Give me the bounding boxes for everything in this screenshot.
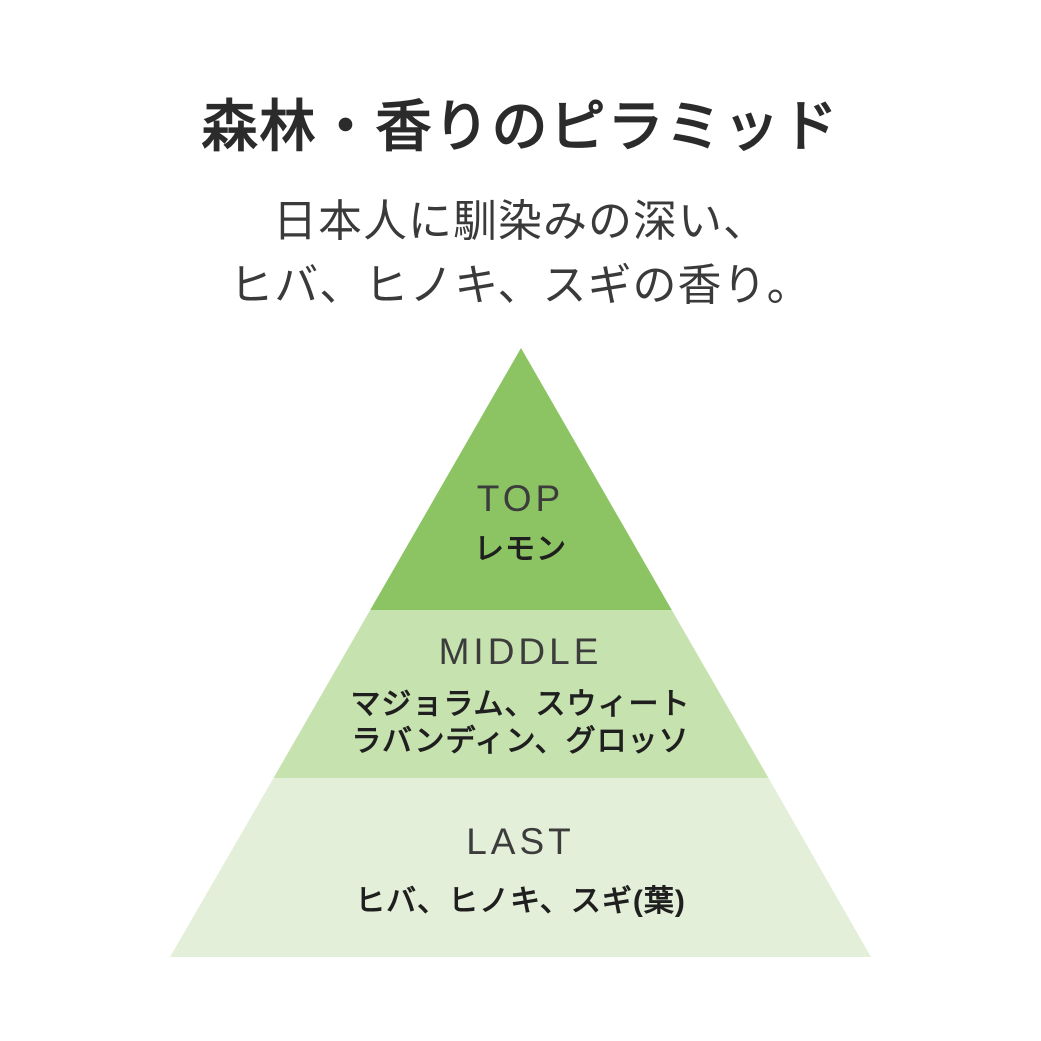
pyramid-top-section: [370, 348, 672, 610]
last-level-notes: ヒバ、ヒノキ、スギ(葉): [355, 885, 686, 918]
pyramid-middle-section: [273, 610, 769, 778]
top-level-label: TOP: [476, 478, 565, 519]
middle-level-label: MIDDLE: [438, 631, 603, 672]
subtitle-line-1: 日本人に馴染みの深い、: [273, 197, 768, 246]
middle-level-notes: マジョラム、スウィート ラバンディン、グロッソ: [0, 686, 1041, 760]
pyramid-last-section: [170, 778, 871, 957]
page-title: 森林・香りのピラミッド: [201, 95, 840, 158]
last-level-label: LAST: [466, 821, 575, 862]
middle-level-notes-line-2: ラバンディン、グロッソ: [351, 725, 690, 758]
top-level-notes: レモン: [474, 533, 567, 566]
middle-level-notes-line-1: マジョラム、スウィート: [350, 688, 691, 721]
subtitle-line-2: ヒバ、ヒノキ、スギの香り。: [229, 261, 812, 310]
subtitle: 日本人に馴染みの深い、 ヒバ、ヒノキ、スギの香り。: [0, 190, 1041, 318]
